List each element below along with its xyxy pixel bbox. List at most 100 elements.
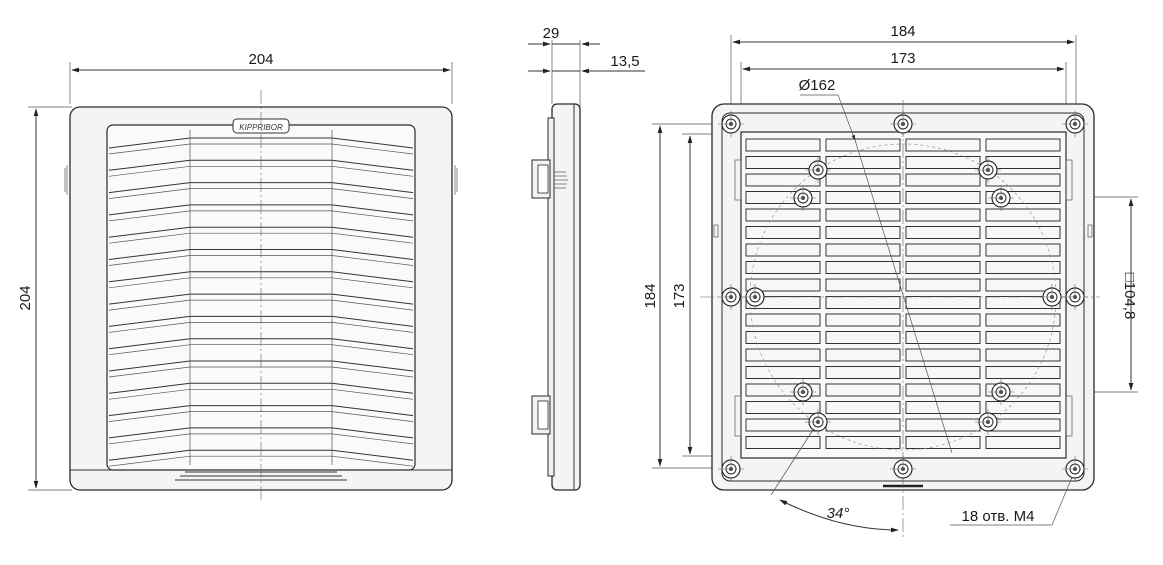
mounting-hole: [790, 185, 816, 211]
grille-cell: [825, 418, 901, 432]
mounting-hole: [988, 185, 1014, 211]
fan-diameter-label: Ø162: [799, 77, 836, 94]
side-frame: [551, 103, 581, 491]
grille-cell: [985, 208, 1061, 222]
grille-cell: [745, 331, 821, 344]
grille-cell: [985, 401, 1061, 414]
grille-cell: [745, 173, 821, 187]
grille-cell: [905, 156, 981, 169]
grille-cell: [745, 138, 821, 152]
grille-cell: [905, 401, 981, 414]
grille-cell: [745, 156, 821, 169]
grille-cell: [825, 156, 901, 169]
side-view: 29 13,5: [528, 25, 645, 491]
grille-cell: [905, 208, 981, 222]
grille-cell: [905, 191, 981, 204]
grille-cell: [985, 313, 1061, 327]
grille-cell: [745, 261, 821, 274]
side-clip-top: [531, 159, 568, 199]
grille-cell: [825, 366, 901, 379]
grille-cell: [825, 173, 901, 187]
grille-cell: [985, 173, 1061, 187]
grille-cell: [825, 243, 901, 257]
grille-cell: [985, 436, 1061, 449]
grille-cell: [905, 226, 981, 239]
angle-label: 34°: [827, 505, 850, 522]
grille-cell: [745, 278, 821, 292]
mounting-hole: [975, 157, 1001, 183]
grille-cell: [745, 226, 821, 239]
front-height-label: 204: [17, 285, 34, 310]
grille-cell: [825, 401, 901, 414]
grille-cell: [745, 243, 821, 257]
mounting-hole: [805, 157, 831, 183]
mounting-hole: [718, 111, 744, 137]
holes-label: 18 отв. M4: [962, 508, 1035, 525]
grille-cell: [905, 261, 981, 274]
front-view: 204 204 KIPPRIBOR: [17, 51, 458, 500]
grille-cell: [905, 296, 981, 309]
rear-inner-width-label: 173: [890, 50, 915, 67]
grille-cell: [985, 226, 1061, 239]
mounting-hole: [805, 409, 831, 435]
rear-mount-square-label: □104,8: [1121, 273, 1138, 320]
rear-view: 184 173 184 173 □104,8: [642, 23, 1138, 540]
grille-cell: [985, 296, 1061, 309]
grille-cell: [745, 296, 821, 309]
mounting-hole: [890, 111, 916, 137]
mounting-hole: [1062, 284, 1088, 310]
brand-label: KIPPRIBOR: [239, 123, 283, 132]
grille-cell: [825, 226, 901, 239]
grille-slat-edge: [108, 455, 414, 467]
front-width-label: 204: [248, 51, 273, 68]
side-protrusion-label: 13,5: [610, 53, 639, 70]
grille-cell: [905, 436, 981, 449]
grille-cell: [825, 138, 901, 152]
grille-cell: [905, 331, 981, 344]
grille-cell: [985, 243, 1061, 257]
grille-cell: [825, 436, 901, 449]
mounting-hole: [890, 456, 916, 482]
grille-cell: [825, 208, 901, 222]
grille-cell: [825, 296, 901, 309]
mounting-hole: [988, 379, 1014, 405]
grille-cell: [905, 366, 981, 379]
grille-cell: [825, 313, 901, 327]
mounting-hole: [1062, 456, 1088, 482]
rear-outer-width-label: 184: [890, 23, 915, 40]
grille-cell: [985, 138, 1061, 152]
grille-cell: [905, 278, 981, 292]
rear-outer-height-label: 184: [642, 283, 659, 308]
grille-cell: [905, 383, 981, 397]
mounting-hole: [718, 284, 744, 310]
grille-cell: [825, 383, 901, 397]
side-depth-label: 29: [543, 25, 560, 42]
grille-cell: [985, 331, 1061, 344]
grille-cell: [905, 138, 981, 152]
grille-cell: [825, 261, 901, 274]
mounting-hole: [790, 379, 816, 405]
grille-cell: [905, 313, 981, 327]
grille-cell: [825, 331, 901, 344]
grille-cell: [905, 243, 981, 257]
grille-cell: [745, 313, 821, 327]
grille-cell: [825, 278, 901, 292]
mounting-hole: [742, 284, 768, 310]
grille-cell: [985, 348, 1061, 362]
grille-cell: [985, 366, 1061, 379]
grille-cell: [985, 278, 1061, 292]
rear-inner-height-label: 173: [671, 283, 688, 308]
grille-cell: [905, 348, 981, 362]
mounting-holes: [718, 111, 1088, 482]
mounting-hole: [1062, 111, 1088, 137]
grille-cell: [985, 156, 1061, 169]
grille-cell: [825, 348, 901, 362]
grille-cell: [825, 191, 901, 204]
grille-cell: [745, 348, 821, 362]
mounting-hole: [1039, 284, 1065, 310]
grille-cell: [985, 261, 1061, 274]
grille-cell: [745, 401, 821, 414]
grille-cell: [745, 436, 821, 449]
grille-cell: [745, 366, 821, 379]
